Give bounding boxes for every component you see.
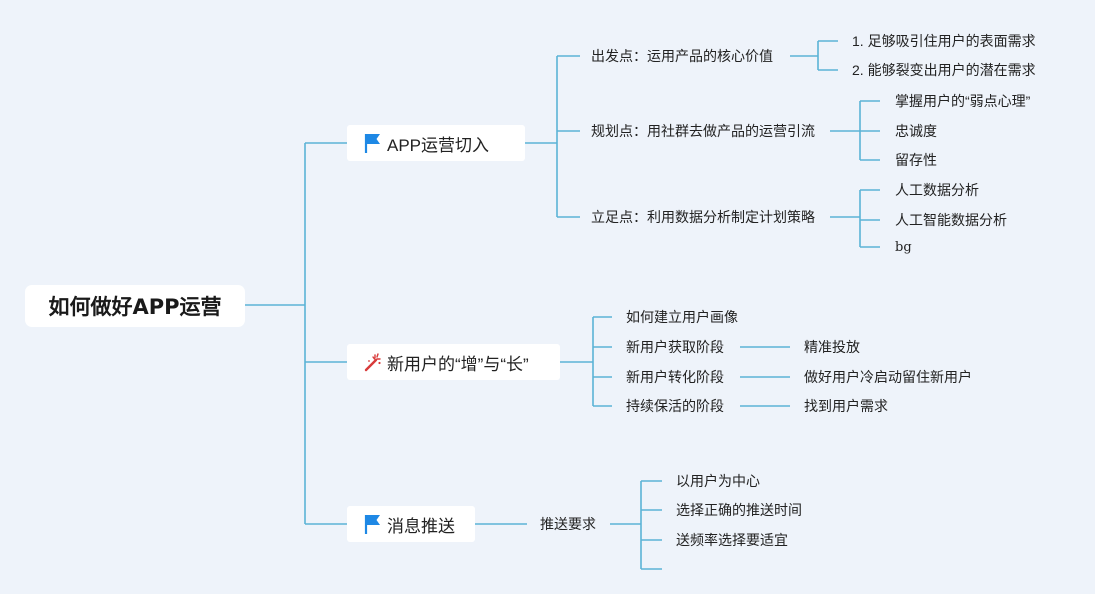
- node-b1-c2-g3[interactable]: 留存性: [895, 152, 937, 168]
- flag-icon: [363, 513, 383, 535]
- branch-label: APP运营切入: [387, 135, 490, 155]
- flag-icon: [363, 132, 383, 154]
- node-b2-c4-g1[interactable]: 找到用户需求: [804, 398, 888, 414]
- connector-branch-1: [525, 55, 580, 218]
- node-b2-c2[interactable]: 新用户获取阶段: [626, 339, 724, 355]
- node-b1-c3-g2[interactable]: 人工智能数据分析: [895, 212, 1007, 228]
- node-b3-c1-g3[interactable]: 送频率选择要适宜: [676, 532, 788, 548]
- connector-branch-3: [475, 480, 662, 570]
- connector-b1-c3: [830, 189, 880, 248]
- node-b2-c1[interactable]: 如何建立用户画像: [626, 309, 738, 325]
- node-b1-c2[interactable]: 规划点：用社群去做产品的运营引流: [591, 123, 815, 139]
- branch-label: 新用户的“增”与“长”: [387, 354, 529, 374]
- node-b2-c2-g1[interactable]: 精准投放: [804, 339, 860, 355]
- branch-node-new-users[interactable]: 新用户的“增”与“长”: [347, 344, 560, 380]
- node-b2-c4[interactable]: 持续保活的阶段: [626, 398, 724, 414]
- connector-branch-2: [560, 316, 612, 407]
- connector-b2-children: [740, 346, 790, 407]
- node-b3-c1[interactable]: 推送要求: [540, 516, 596, 532]
- branch-node-app-entry[interactable]: APP运营切入: [347, 125, 525, 161]
- node-b1-c1-g2[interactable]: 2. 能够裂变出用户的潜在需求: [852, 62, 1036, 78]
- node-b1-c3[interactable]: 立足点：利用数据分析制定计划策略: [591, 209, 815, 225]
- node-b1-c1-g1[interactable]: 1. 足够吸引住用户的表面需求: [852, 33, 1036, 49]
- magic-wand-icon: [363, 351, 383, 373]
- node-b3-c1-g1[interactable]: 以用户为中心: [676, 473, 760, 489]
- node-b2-c3-g1[interactable]: 做好用户冷启动留住新用户: [804, 369, 972, 385]
- branch-node-push[interactable]: 消息推送: [347, 506, 475, 542]
- node-b2-c3[interactable]: 新用户转化阶段: [626, 369, 724, 385]
- connector-b1-c1: [790, 40, 838, 71]
- node-b1-c3-g1[interactable]: 人工数据分析: [895, 182, 979, 198]
- connector-root-trunk: [245, 142, 347, 525]
- connector-b1-c2: [830, 100, 880, 161]
- node-b1-c2-g1[interactable]: 掌握用户的“弱点心理”: [895, 93, 1031, 109]
- node-b1-c3-g3[interactable]: bg: [895, 240, 912, 255]
- node-b1-c2-g2[interactable]: 忠诚度: [895, 123, 937, 139]
- node-b3-c1-g2[interactable]: 选择正确的推送时间: [676, 502, 802, 518]
- node-b1-c1[interactable]: 出发点：运用产品的核心价值: [591, 48, 773, 64]
- root-node[interactable]: 如何做好APP运营: [25, 285, 245, 327]
- branch-label: 消息推送: [387, 516, 455, 536]
